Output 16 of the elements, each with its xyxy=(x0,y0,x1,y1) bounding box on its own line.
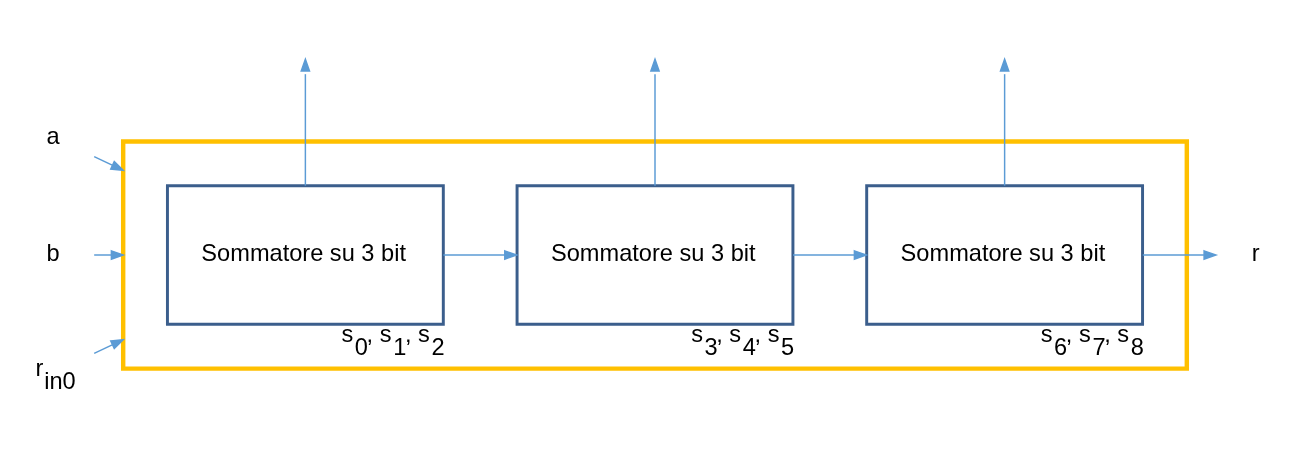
cluster xyxy=(120,138,1190,371)
arrow xyxy=(442,249,519,260)
arrow xyxy=(649,56,661,186)
arrow xyxy=(300,56,311,186)
node-text: r xyxy=(1251,239,1260,266)
arrow xyxy=(999,56,1010,186)
node-text: a xyxy=(46,122,60,149)
arrow xyxy=(1142,249,1219,260)
arrow xyxy=(93,249,126,260)
node-box: Sommatore su 3 bit xyxy=(515,183,795,326)
arrow xyxy=(93,155,126,171)
node-box: Sommatore su 3 bit xyxy=(165,183,445,326)
arrow xyxy=(93,338,126,354)
arrow xyxy=(792,249,869,260)
node-text: b xyxy=(46,239,60,266)
node-box: Sommatore su 3 bit xyxy=(865,183,1145,326)
